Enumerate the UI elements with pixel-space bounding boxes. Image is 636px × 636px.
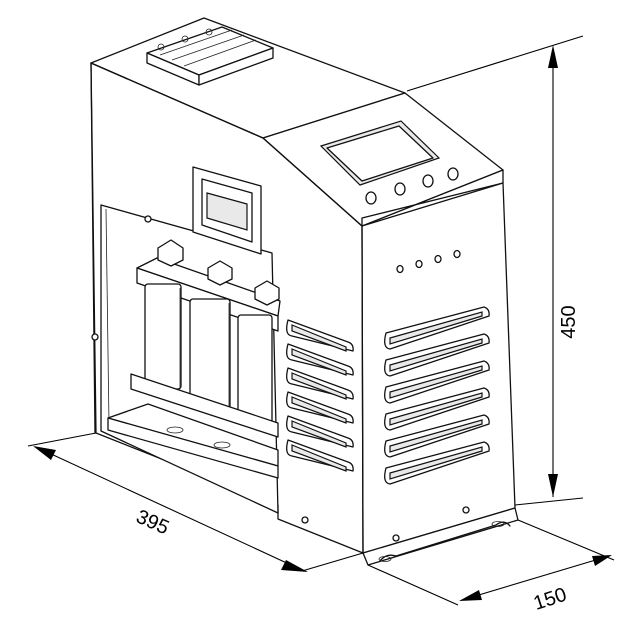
carry-handle [192,166,262,255]
depth-label: 150 [531,584,570,615]
height-label: 450 [558,305,580,338]
front-vent-slot [384,306,490,350]
length-label: 395 [133,506,172,540]
front-vent-slot [384,333,490,377]
front-vent-slot [384,441,490,485]
side-vent-slot [286,415,354,448]
transformer [107,239,281,479]
front-indicator-dot [434,254,442,264]
front-vent-slot [384,360,490,404]
top-lid [146,26,274,86]
side-vent-slots [286,319,354,472]
dimension-length: 395 [27,432,364,572]
side-vent-slot [286,343,354,376]
front-indicator-dot [415,259,423,269]
side-vent-slot [286,319,354,352]
display-screen [319,120,441,186]
front-indicator-dot [396,264,404,274]
front-indicators [396,249,461,274]
dimension-height: 450 [406,35,584,506]
screws [91,215,470,542]
side-vent-slot [286,367,354,400]
front-vent-slot [384,414,490,458]
front-vent-slot [384,387,490,431]
side-panel [90,62,364,554]
side-vent-slot [286,439,354,472]
panel-indicators [365,167,459,205]
front-indicator-dot [453,249,461,259]
front-vent-slots [384,306,490,485]
side-vent-slot [286,391,354,424]
